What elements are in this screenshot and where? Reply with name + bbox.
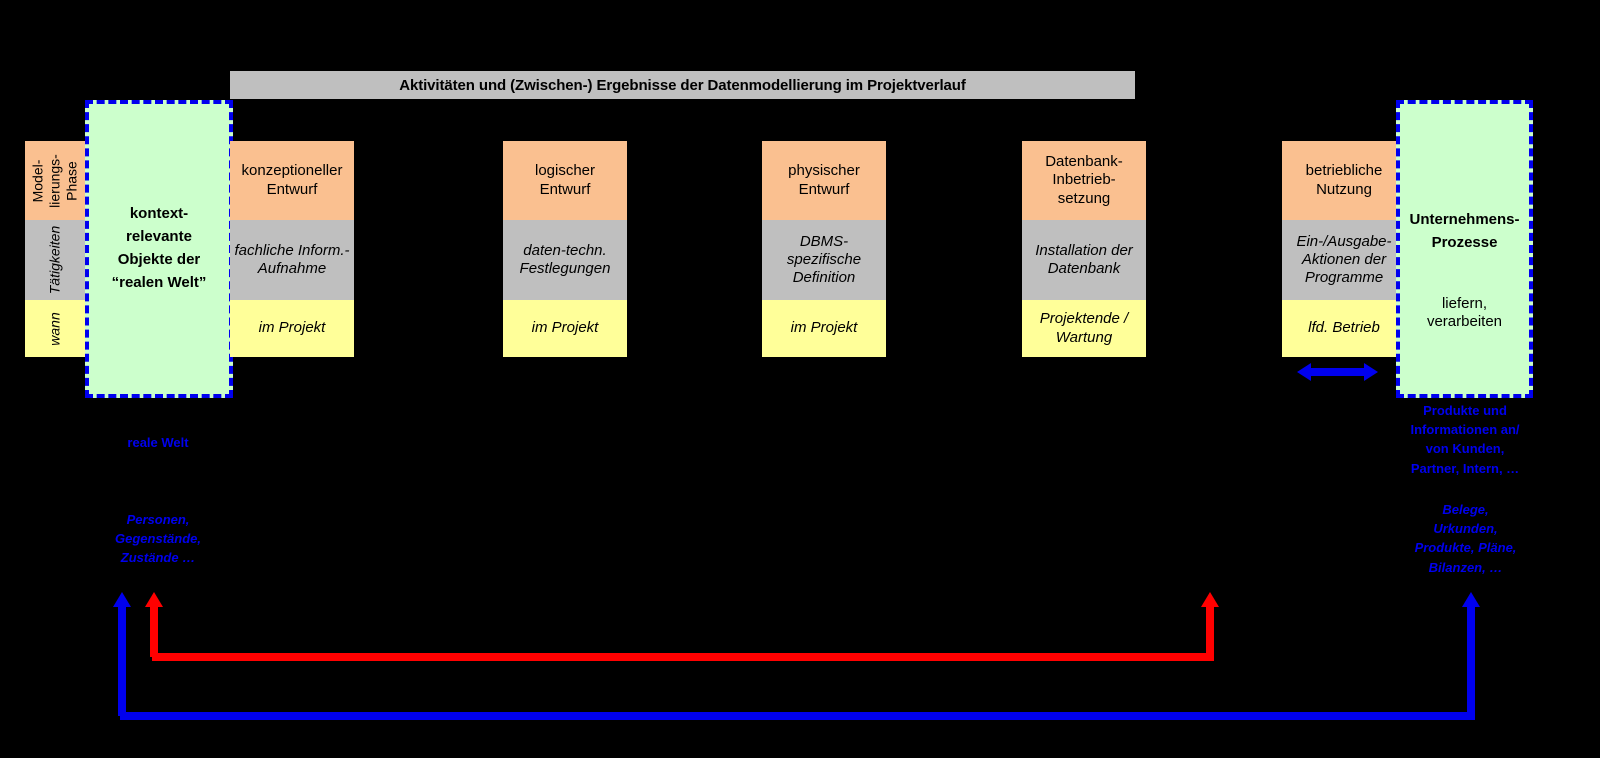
red-connector-right-vertical bbox=[1206, 605, 1214, 657]
legend-row-when: wann bbox=[25, 300, 85, 357]
label-reale-welt-examples: Personen,Gegenstände,Zustände … bbox=[115, 512, 201, 566]
enterprise-processes-title: Unternehmens-Prozesse bbox=[1409, 210, 1520, 251]
page-title: Aktivitäten und (Zwischen-) Ergebnisse d… bbox=[399, 76, 966, 94]
arrow-head-right bbox=[1364, 363, 1378, 381]
legend-column: Model-lierungs-Phase Tätigkeiten wann bbox=[25, 141, 85, 357]
red-arrow-right-icon bbox=[1201, 592, 1219, 607]
blue-connector-left-vertical bbox=[118, 605, 126, 716]
diagram-title-bar: Aktivitäten und (Zwischen-) Ergebnisse d… bbox=[230, 71, 1135, 99]
blue-arrow-right-icon bbox=[1462, 592, 1480, 607]
legend-row-phase: Model-lierungs-Phase bbox=[25, 141, 85, 220]
legend-row-activities: Tätigkeiten bbox=[25, 220, 85, 300]
bidirectional-arrow-icon bbox=[1297, 363, 1378, 381]
blue-connector-horizontal bbox=[120, 712, 1475, 720]
arrow-head-left bbox=[1297, 363, 1311, 381]
phase-when: lfd. Betrieb bbox=[1282, 300, 1406, 357]
blue-connector-right-vertical bbox=[1467, 605, 1475, 716]
phase-activity: daten-techn.Festlegungen bbox=[503, 220, 627, 300]
enterprise-processes-subtitle: liefern,verarbeiten bbox=[1426, 294, 1503, 330]
legend-label-phase: Model-lierungs-Phase bbox=[29, 153, 80, 208]
phase-activity: fachliche Inform.-Aufnahme bbox=[230, 220, 354, 300]
red-connector-horizontal bbox=[152, 653, 1214, 661]
label-reale-welt: reale Welt bbox=[127, 435, 189, 450]
enterprise-processes-box: Unternehmens-Prozesse liefern,verarbeite… bbox=[1396, 100, 1533, 398]
blue-arrow-left-icon bbox=[113, 592, 131, 607]
legend-label-when: wann bbox=[46, 311, 63, 346]
phase-datenbank-inbetriebsetzung: Datenbank-Inbetrieb-setzung Installation… bbox=[1022, 141, 1146, 357]
phase-head: Datenbank-Inbetrieb-setzung bbox=[1022, 141, 1146, 220]
red-arrow-left-icon bbox=[145, 592, 163, 607]
phase-when: im Projekt bbox=[762, 300, 886, 357]
arrow-shaft bbox=[1309, 368, 1366, 376]
phase-when: Projektende /Wartung bbox=[1022, 300, 1146, 357]
red-connector-left-vertical bbox=[150, 605, 158, 657]
phase-when: im Projekt bbox=[230, 300, 354, 357]
legend-label-activities: Tätigkeiten bbox=[46, 225, 63, 295]
label-belege-examples: Belege,Urkunden,Produkte, Pläne,Bilanzen… bbox=[1414, 502, 1517, 575]
phase-when: im Projekt bbox=[503, 300, 627, 357]
